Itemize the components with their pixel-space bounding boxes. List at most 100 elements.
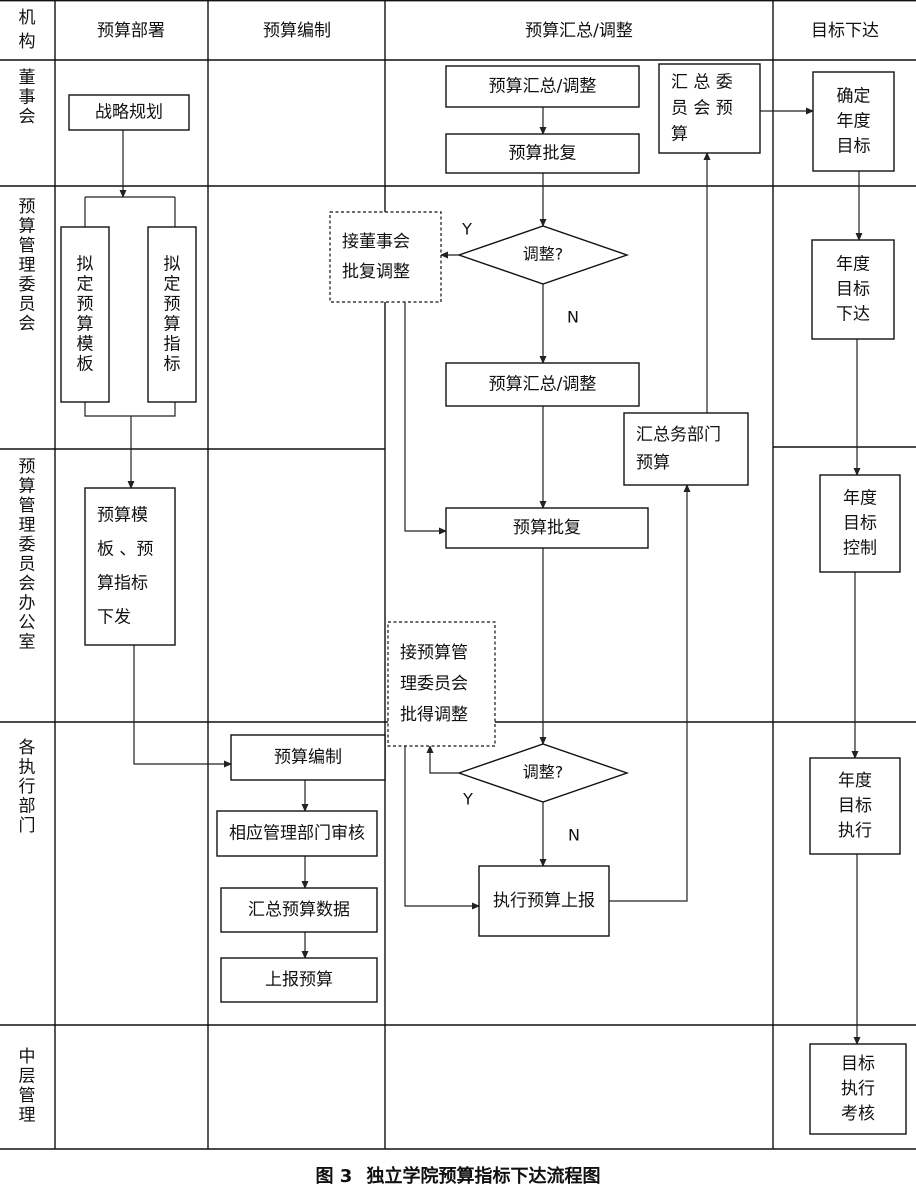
node-approval-board-box xyxy=(445,133,640,174)
edge-label-y1: Y xyxy=(461,220,472,239)
node-summary-committee-doc: 汇 总 委员 会 预算 xyxy=(658,63,761,154)
row-header-row-board-line-1: 事 xyxy=(19,88,36,108)
node-annual-target-text-2: 目标 xyxy=(837,137,871,157)
node-decision-1-shape xyxy=(456,225,630,285)
node-draft-indicators-text-3: 算 xyxy=(164,315,181,335)
node-strategic-planning-box xyxy=(68,94,190,131)
node-execute-target-text-1: 目标 xyxy=(838,796,872,816)
row-header-row-committee-line-6: 会 xyxy=(19,314,36,334)
edge-decision2-yes xyxy=(426,745,459,774)
row-header-row-committee-line-1: 算 xyxy=(19,217,36,237)
node-decision-1-text: 调整? xyxy=(523,245,564,264)
node-issue-target-text-0: 年度 xyxy=(836,255,870,275)
node-issue-target-text-1: 目标 xyxy=(836,280,870,300)
node-summary-dept-doc-text-1: 预算 xyxy=(636,453,670,473)
node-decision-2-text: 调整? xyxy=(523,763,564,782)
node-review: 相应管理部门审核 xyxy=(216,810,378,857)
row-header-row-committee-office-line-9: 室 xyxy=(19,633,36,653)
node-control-target-box xyxy=(819,474,901,573)
node-summary-board-box xyxy=(445,65,640,108)
node-compile: 预算编制 xyxy=(230,734,386,781)
node-decision-1: 调整? xyxy=(456,225,630,285)
row-header-row-committee-office-line-0: 预 xyxy=(19,457,36,477)
figure-number: 图 3 xyxy=(315,1166,353,1187)
node-strategic-planning-text-0: 战略规划 xyxy=(95,103,163,123)
row-header-row-committee-line-5: 员 xyxy=(19,295,36,315)
node-approval-office: 预算批复 xyxy=(445,507,649,549)
node-adjust-committee-box xyxy=(387,621,496,747)
node-execute-submit-box xyxy=(478,865,610,937)
node-issue-target-text-2: 下达 xyxy=(836,305,870,325)
node-execute-submit: 执行预算上报 xyxy=(478,865,610,937)
node-summary-committee-doc-text-1: 员 会 预 xyxy=(671,99,733,119)
node-issue-template-text-3: 下发 xyxy=(97,608,131,628)
figure-caption: 图 3 独立学院预算指标下达流程图 xyxy=(0,1162,916,1188)
node-draft-indicators-text-5: 标 xyxy=(164,355,181,375)
node-approval-board-text-0: 预算批复 xyxy=(509,144,577,164)
node-draft-template-text-2: 预 xyxy=(77,295,94,315)
node-execute-target-box xyxy=(809,757,901,855)
row-header-row-departments-line-4: 门 xyxy=(19,816,36,836)
swimlane-grid xyxy=(0,0,916,1150)
row-header-row-committee-office-line-3: 理 xyxy=(19,516,36,536)
node-adjust-committee-text-1: 理委员会 xyxy=(400,674,468,694)
lane-headers: 机构预算部署预算编制预算汇总/调整目标下达董事会预算管理委员会预算管理委员会办公… xyxy=(19,8,880,1126)
node-draft-indicators-text-0: 拟 xyxy=(164,255,181,275)
row-header-row-committee-office-line-6: 会 xyxy=(19,574,36,594)
node-issue-template-text-1: 板 、预 xyxy=(97,540,153,560)
node-approval-board: 预算批复 xyxy=(445,133,640,174)
node-strategic-planning: 战略规划 xyxy=(68,94,190,131)
row-header-row-board: 董事会 xyxy=(19,68,36,127)
row-header-row-departments-line-2: 行 xyxy=(19,777,36,797)
node-summary-dept-doc-text-0: 汇总务部门 xyxy=(636,425,721,445)
node-issue-template-box xyxy=(84,487,176,646)
node-submit-box xyxy=(220,957,378,1003)
node-summary-committee-doc-box xyxy=(658,63,761,154)
node-draft-template-text-3: 算 xyxy=(77,315,94,335)
node-adjust-committee-text-2: 批得调整 xyxy=(400,705,468,725)
edge-issue-to-compile xyxy=(133,645,232,768)
row-header-row-departments-line-3: 部 xyxy=(19,797,36,817)
row-header-row-committee-line-2: 管 xyxy=(19,236,36,256)
node-control-target-text-2: 控制 xyxy=(843,539,877,559)
node-draft-indicators-text-2: 预 xyxy=(164,295,181,315)
column-header-col-budget-compile: 预算编制 xyxy=(263,21,331,41)
node-summary-board-text-0: 预算汇总/调整 xyxy=(489,77,597,97)
node-summary-committee-doc-text-2: 算 xyxy=(671,125,688,145)
node-summarize-data-box xyxy=(220,887,378,933)
node-draft-template-text-1: 定 xyxy=(77,275,94,295)
column-header-col-budget-summary: 预算汇总/调整 xyxy=(525,21,633,41)
node-summary-committee-doc-text-0: 汇 总 委 xyxy=(671,73,733,93)
node-summarize-data-text-0: 汇总预算数据 xyxy=(248,900,350,920)
node-draft-template-text-0: 拟 xyxy=(77,255,94,275)
row-header-row-departments-line-0: 各 xyxy=(19,738,36,758)
node-summary-board: 预算汇总/调整 xyxy=(445,65,640,108)
column-header-col-budget-deploy: 预算部署 xyxy=(97,21,165,41)
node-compile-box xyxy=(230,734,386,781)
row-header-row-board-line-0: 董 xyxy=(19,68,36,88)
row-header-row-departments-line-1: 执 xyxy=(19,758,36,778)
budget-flowchart: 机构预算部署预算编制预算汇总/调整目标下达董事会预算管理委员会预算管理委员会办公… xyxy=(0,0,916,1150)
node-submit: 上报预算 xyxy=(220,957,378,1003)
node-draft-indicators-text-1: 定 xyxy=(164,275,181,295)
node-adjust-board-box xyxy=(329,211,442,303)
row-header-row-committee-office-line-2: 管 xyxy=(19,496,36,516)
node-decision-2-shape xyxy=(456,743,630,803)
node-assess-target-box xyxy=(809,1043,907,1135)
node-issue-template-text-2: 算指标 xyxy=(97,574,148,594)
node-summarize-data: 汇总预算数据 xyxy=(220,887,378,933)
edge-adjust-board-to-approval xyxy=(404,302,447,535)
row-header-row-board-line-2: 会 xyxy=(19,107,36,127)
